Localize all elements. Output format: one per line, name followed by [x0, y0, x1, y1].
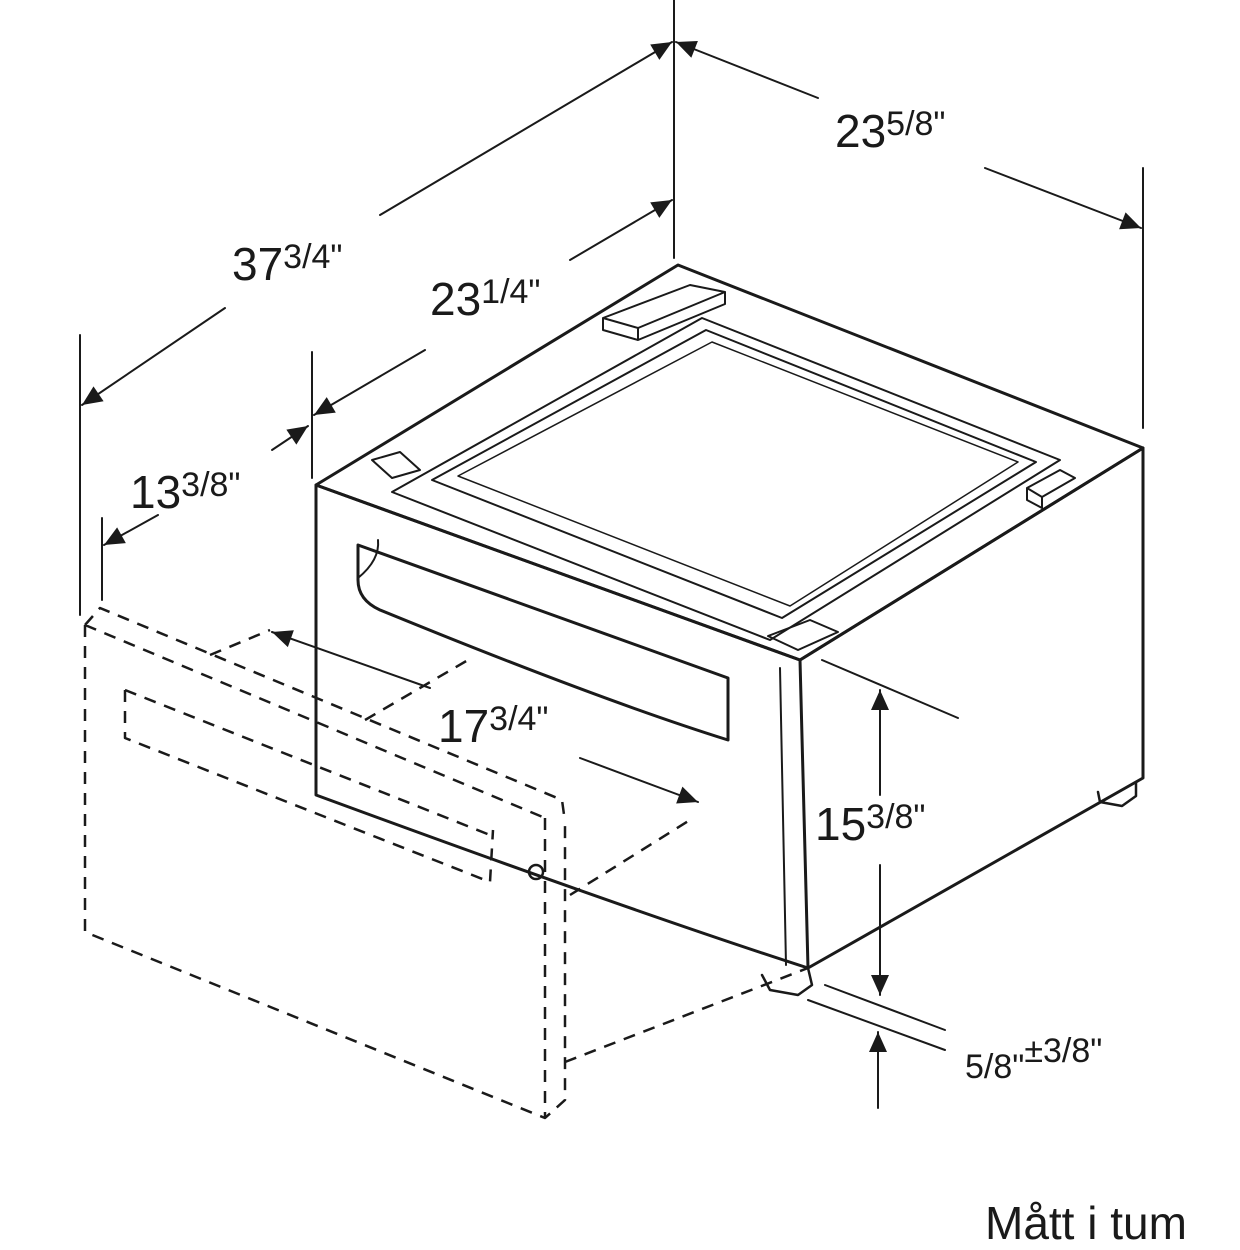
drawer-lock	[527, 863, 545, 881]
extension-foot-bottom-2	[807, 999, 946, 1051]
dim-line-drawer-offset-b	[103, 514, 159, 546]
dim-line-drawer-travel-b	[579, 757, 699, 804]
dim-line-drawer-offset-a	[271, 425, 309, 451]
dim-line-width-b	[984, 167, 1142, 230]
extension-foot-bottom-1	[824, 984, 946, 1031]
dim-line-total-depth-a	[379, 41, 673, 216]
open-drawer-outline	[83, 606, 809, 1120]
extension-height-top	[821, 659, 959, 719]
label-total-depth: 373/4"	[232, 238, 343, 290]
handle-curve	[357, 539, 380, 579]
side-face	[798, 446, 1145, 970]
foot-right	[1096, 780, 1138, 808]
dim-line-width-a	[675, 40, 819, 99]
front-face	[314, 483, 810, 970]
dim-line-drawer-travel-a	[271, 630, 431, 689]
dim-line-body-depth-b	[313, 349, 426, 416]
front-panel-edge	[779, 667, 787, 966]
top-inner-frame	[391, 317, 1061, 641]
label-width: 235/8"	[835, 105, 946, 157]
top-inner-panel	[431, 329, 1037, 619]
dimension-lines	[79, 0, 1144, 1109]
label-height: 153/8"	[815, 798, 926, 850]
corner-block-right	[1026, 469, 1076, 509]
label-body-depth: 231/4"	[430, 273, 541, 325]
dim-line-body-depth-a	[569, 199, 673, 261]
label-drawer-offset: 133/8"	[130, 466, 241, 518]
dim-line-total-depth-b	[81, 307, 226, 406]
label-foot-height: 5/8"±3/8"	[965, 1032, 1102, 1086]
top-glass	[457, 341, 1019, 607]
corner-block-back	[602, 284, 726, 341]
corner-block-front	[767, 619, 839, 651]
foot-front	[760, 966, 814, 997]
units-caption: Mått i tum	[985, 1197, 1187, 1249]
drawer-handle	[356, 543, 730, 742]
pedestal-body	[314, 263, 1145, 997]
label-drawer-travel: 173/4"	[438, 700, 549, 752]
corner-block-left	[371, 451, 421, 479]
